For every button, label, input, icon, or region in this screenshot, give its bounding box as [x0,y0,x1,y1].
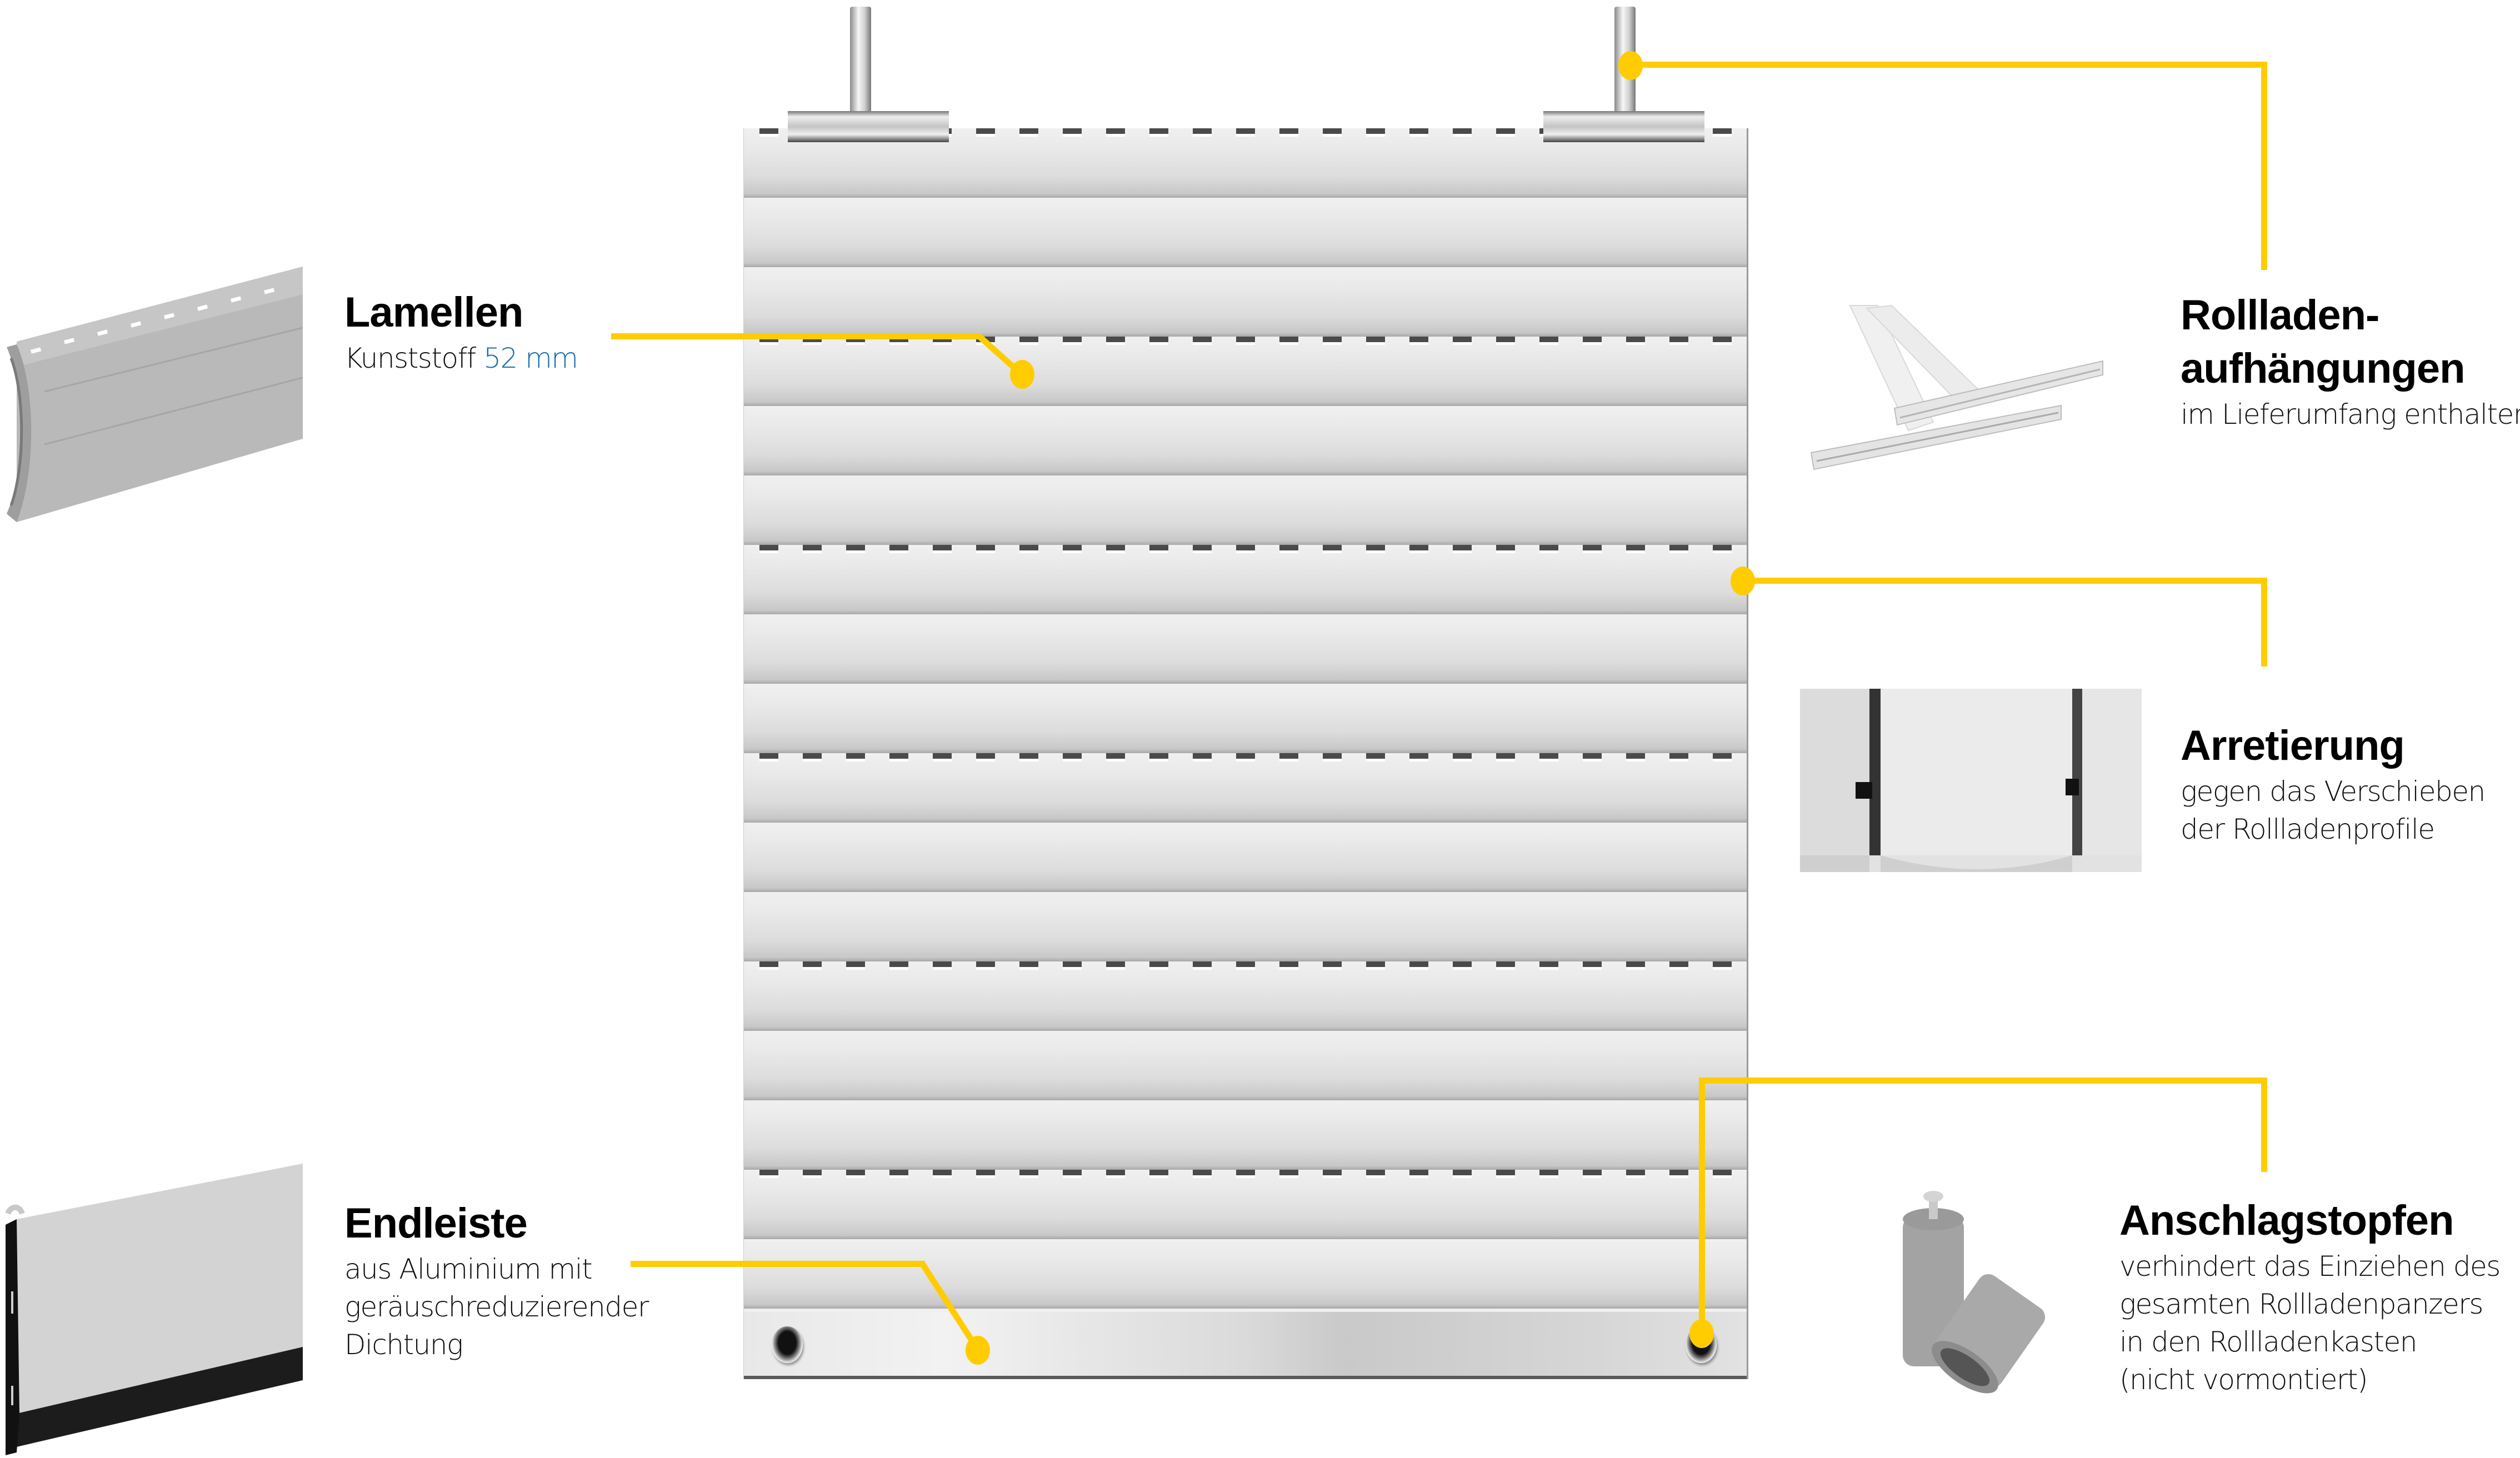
shutter-slat [744,961,1747,1031]
callout-line-endleiste-diagonal [919,1262,981,1351]
callout-line-anschlagstopfen-down [1699,1078,1705,1333]
endleiste-desc-line-2: geräuschreduzierender [344,1291,649,1323]
hanger-strap-left [850,7,871,112]
endleiste-desc-line-3: Dichtung [344,1329,463,1361]
callout-dot-endleiste [966,1336,990,1365]
aufhaengungen-title-line-2: aufhängungen [2181,345,2466,392]
arretierung-title: Arretierung [2181,722,2405,769]
stop-plug-hole-left [772,1326,803,1363]
arretierung-desc-line-1: gegen das Verschieben [2181,775,2486,808]
stop-plugs-image [1903,1191,2046,1394]
anschlagstopfen-desc-line-3: in den Rollladenkasten [2119,1326,2417,1358]
callout-line-arretierung [1743,578,2267,584]
callout-line-aufhaengungen [1631,62,2267,68]
end-rail [744,1312,1747,1379]
callout-dot-lamellen [1010,360,1034,389]
shutter-slat [744,823,1747,892]
shutter-slat [744,406,1747,475]
callout-line-lamellen [611,333,981,339]
slat-profile-image [7,267,303,522]
hanger-clip-left [788,111,949,142]
callout-line-aufhaengungen-vertical [2261,62,2267,270]
shutter-slat [744,267,1747,337]
callout-arretierung: Arretierung gegen das Verschieben der Ro… [2181,719,2486,848]
shutter-slat [744,614,1747,684]
suspension-bracket-image [1810,304,2103,470]
shutter-slat [744,892,1747,961]
shutter-slat [744,1100,1747,1170]
aufhaengungen-title-line-1: Rollladen- [2181,292,2379,339]
callout-line-anschlagstopfen-vertical [2261,1078,2267,1172]
shutter-slat [744,1239,1747,1309]
anschlagstopfen-desc-line-1: verhindert das Einziehen des [2119,1250,2501,1282]
anschlagstopfen-desc-line-2: gesamten Rollladenpanzers [2119,1288,2483,1320]
callout-lamellen: Lamellen Kunststoff 52 mm [344,286,578,377]
callout-line-arretierung-vertical [2261,578,2267,667]
lamellen-size: 52 mm [483,342,578,374]
shutter-slat [744,545,1747,614]
shutter-slat [744,475,1747,545]
callout-line-anschlagstopfen [1699,1078,2267,1084]
callout-line-endleiste [631,1261,925,1267]
callout-dot-anschlagstopfen [1689,1319,1714,1348]
shutter-slat [744,337,1747,406]
endleiste-title: Endleiste [344,1200,528,1247]
anschlagstopfen-desc-line-4: (nicht vormontiert) [2119,1364,2368,1396]
callout-aufhaengungen: Rollladen- aufhängungen im Lieferumfang … [2181,289,2520,433]
lamellen-material: Kunststoff [344,342,484,374]
end-rail-image [5,1164,303,1455]
shutter-slat [744,1170,1747,1239]
aufhaengungen-desc: im Lieferumfang enthalten [2181,398,2520,430]
arretierung-desc-line-2: der Rollladenprofile [2181,813,2435,845]
callout-anschlagstopfen: Anschlagstopfen verhindert das Einziehen… [2119,1194,2501,1399]
roller-shutter-panel [743,128,1748,1379]
shutter-slat [744,684,1747,753]
callout-endleiste: Endleiste aus Aluminium mit geräuschredu… [344,1197,649,1364]
lamellen-desc: Kunststoff 52 mm [344,339,578,377]
shutter-slat [744,753,1747,823]
anschlagstopfen-title: Anschlagstopfen [2119,1197,2454,1244]
lamellen-title: Lamellen [344,289,523,336]
endleiste-desc-line-1: aus Aluminium mit [344,1253,593,1285]
shutter-slat [744,198,1747,267]
shutter-slat [744,1031,1747,1100]
hanger-clip-right [1543,111,1704,142]
locking-detail-image [1800,689,2142,872]
